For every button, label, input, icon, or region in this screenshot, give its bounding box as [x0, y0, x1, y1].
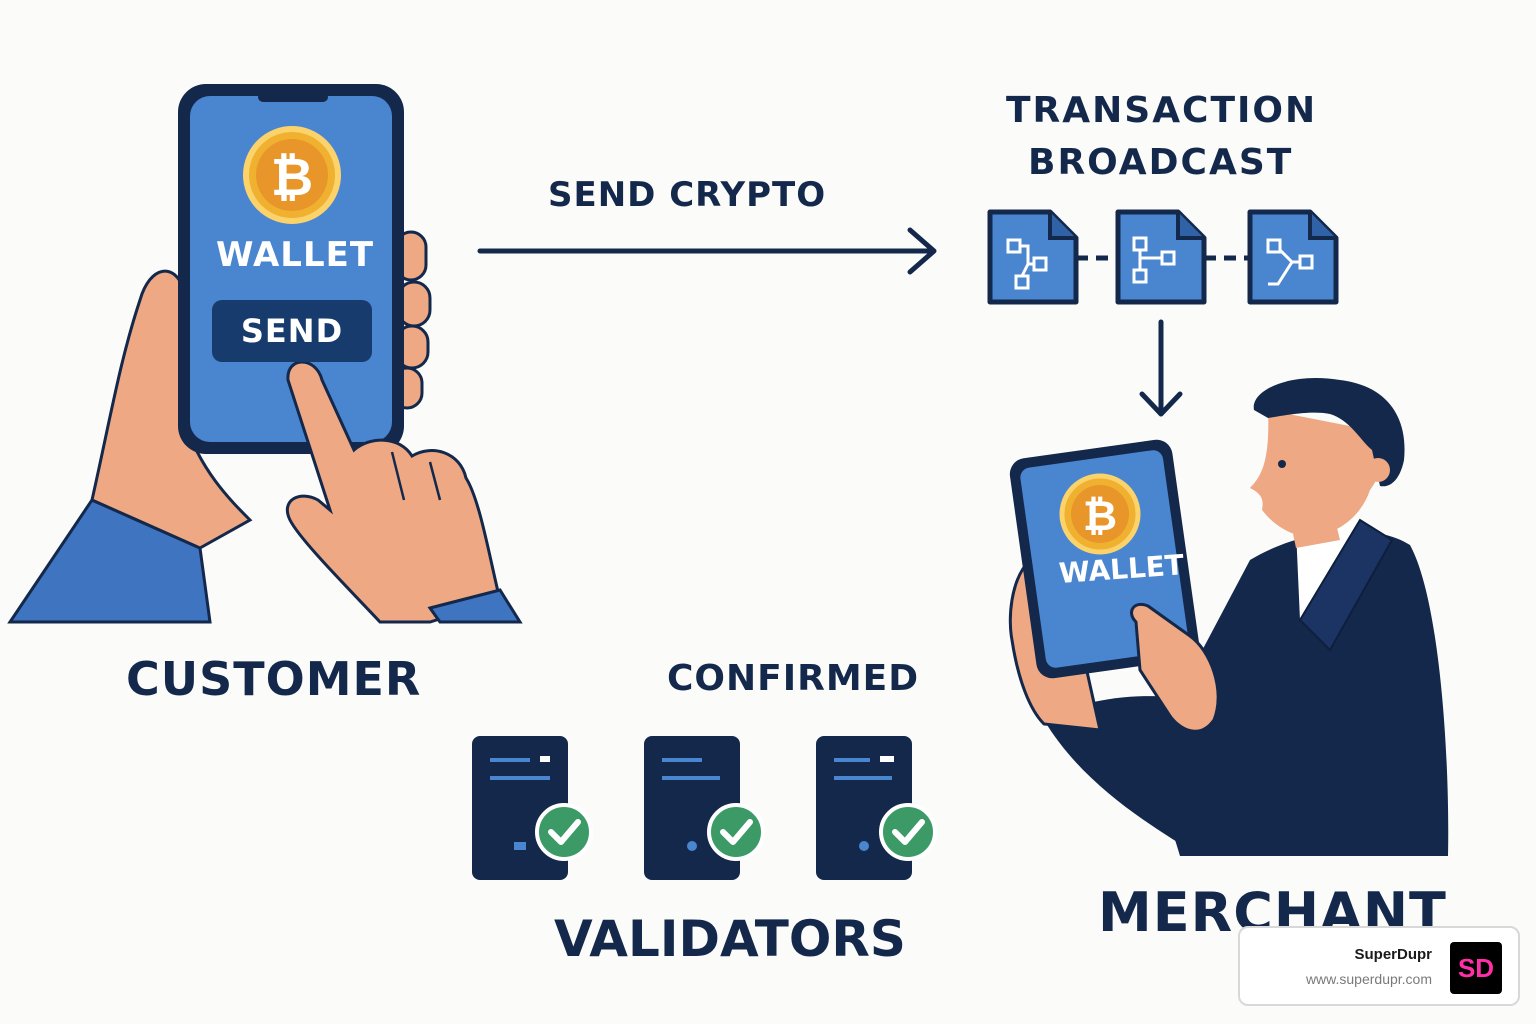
- transaction-broadcast-label-line2: BROADCAST: [1028, 142, 1294, 183]
- customer-phone-notch: [258, 92, 328, 102]
- send-crypto-label: SEND CRYPTO: [548, 175, 827, 215]
- customer-send-button[interactable]: SEND: [212, 300, 372, 362]
- validator-server-3: [816, 736, 937, 880]
- validators-group: [472, 736, 937, 880]
- network-icon-3: [1266, 238, 1314, 286]
- customer-sleeve-right: [427, 588, 523, 624]
- network-icon-1: [1006, 238, 1048, 290]
- merchant-right-hand: [1130, 603, 1220, 733]
- validator-server-1: [472, 736, 593, 880]
- merchant-ear: [1366, 458, 1390, 482]
- customer-label: CUSTOMER: [126, 652, 422, 706]
- superdupr-logo-text: SD: [1457, 953, 1495, 983]
- check-badge-2: [707, 803, 765, 861]
- send-arrow: [477, 227, 937, 275]
- merchant-eye: [1278, 460, 1286, 468]
- merchant-bitcoin-icon: ₿: [1083, 491, 1117, 540]
- transaction-document-1: [987, 209, 1079, 305]
- customer-holding-hand: [90, 269, 253, 550]
- broadcast-chain: [987, 209, 1339, 305]
- superdupr-watermark[interactable]: SuperDupr www.superdupr.com SD: [1238, 926, 1520, 1006]
- check-badge-3: [879, 803, 937, 861]
- superdupr-logo: SD: [1450, 942, 1502, 994]
- confirmed-label: CONFIRMED: [667, 658, 920, 699]
- customer-wallet-label: WALLET: [216, 235, 375, 275]
- merchant-illustration: ₿: [1008, 378, 1449, 856]
- validator-server-2: [644, 736, 765, 880]
- customer-bitcoin-icon: ₿: [271, 148, 313, 208]
- merchant-hair: [1253, 378, 1405, 487]
- transaction-document-3: [1247, 209, 1339, 305]
- watermark-url: www.superdupr.com: [1305, 971, 1432, 987]
- transaction-document-2: [1115, 209, 1207, 305]
- merchant-wallet-label: WALLET: [1057, 548, 1186, 590]
- network-icon-2: [1132, 236, 1176, 284]
- check-badge-1: [535, 803, 593, 861]
- customer-pointing-hand: [285, 360, 502, 624]
- validators-label: VALIDATORS: [554, 910, 906, 968]
- watermark-brand-name: SuperDupr: [1354, 946, 1432, 963]
- transaction-broadcast-label-line1: TRANSACTION: [1006, 90, 1318, 131]
- down-arrow: [1139, 319, 1183, 417]
- merchant-face: [1250, 410, 1384, 537]
- merchant-arm: [1044, 696, 1250, 856]
